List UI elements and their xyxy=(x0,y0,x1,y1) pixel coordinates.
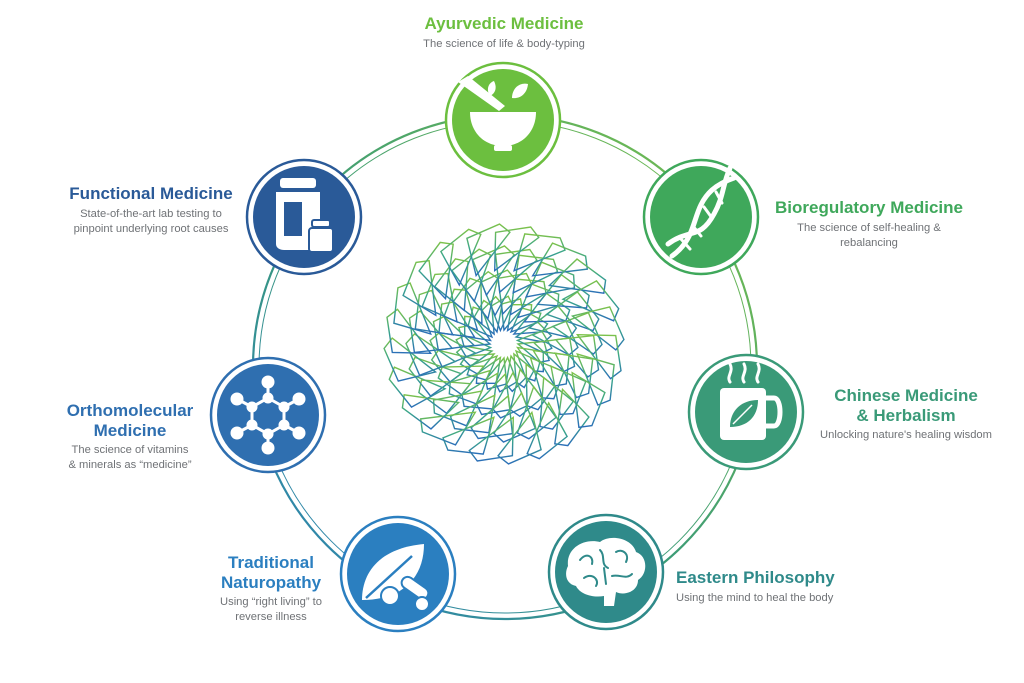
flower-petal xyxy=(405,332,457,377)
subtitle-functional: State-of-the-art lab testing to pinpoint… xyxy=(56,207,246,237)
spiral-flower-graphic xyxy=(383,223,625,465)
flower-petal xyxy=(536,273,590,309)
flower-petal xyxy=(571,371,606,429)
label-chinese-medicine: Chinese Medicine & Herbalism Unlocking n… xyxy=(806,386,1006,443)
dna-icon xyxy=(665,165,737,259)
flower-petal xyxy=(419,411,477,446)
flower-petal xyxy=(466,223,511,278)
flower-petal xyxy=(393,282,432,335)
subtitle-orthomolecular: The science of vitamins & minerals as “m… xyxy=(50,443,210,473)
flower-petal xyxy=(539,376,575,430)
label-functional: Functional Medicine State-of-the-art lab… xyxy=(56,184,246,237)
label-eastern-philosophy: Eastern Philosophy Using the mind to hea… xyxy=(676,568,876,606)
flower-petal xyxy=(450,248,492,303)
mortar-pestle-icon xyxy=(458,76,536,151)
flower-petal xyxy=(494,248,538,294)
flower-petal xyxy=(545,290,600,332)
flower-petal xyxy=(432,390,484,427)
brain-icon xyxy=(566,537,646,606)
flower-petal xyxy=(418,379,472,415)
flower-petal xyxy=(408,310,454,354)
flower-petal xyxy=(471,245,516,297)
flower-petal xyxy=(421,272,458,324)
subtitle-orthomolecular-line1: The science of vitamins xyxy=(71,444,189,457)
flower-petal xyxy=(531,242,589,277)
subtitle-naturopathy-line2: reverse illness xyxy=(235,611,307,624)
flower-petal xyxy=(516,385,558,440)
flower-petal xyxy=(418,241,454,301)
title-chinese-line1: Chinese Medicine xyxy=(834,386,978,405)
flower-petal xyxy=(513,233,566,272)
node-chinese-medicine xyxy=(687,353,805,471)
flower-petal xyxy=(414,289,455,336)
flower-petal xyxy=(551,311,603,356)
label-naturopathy: Traditional Naturopathy Using “right liv… xyxy=(196,553,346,625)
label-orthomolecular: Orthomolecular Medicine The science of v… xyxy=(50,401,210,473)
flower-petal xyxy=(512,254,559,295)
flower-petal xyxy=(470,394,514,440)
node-ayurvedic xyxy=(444,61,562,179)
supplement-bottle-icon xyxy=(276,178,334,253)
flower-petal xyxy=(386,308,433,355)
flower-petal xyxy=(576,353,615,406)
title-orthomolecular-line1: Orthomolecular xyxy=(66,401,194,420)
flower-petal xyxy=(554,334,600,378)
title-naturopathy-line2: Naturopathy xyxy=(220,572,322,592)
label-ayurvedic: Ayurvedic Medicine The science of life &… xyxy=(384,14,624,52)
node-eastern-philosophy xyxy=(547,513,665,631)
subtitle-functional-line2: pinpoint underlying root causes xyxy=(73,222,229,235)
flower-petal xyxy=(554,387,590,447)
flower-petal xyxy=(526,401,568,460)
flower-petal xyxy=(492,391,537,443)
subtitle-eastern: Using the mind to heal the body xyxy=(676,591,834,604)
title-chinese-line2: & Herbalism xyxy=(856,405,956,425)
node-functional xyxy=(245,158,363,276)
flower-petal xyxy=(440,228,482,287)
title-naturopathy-line1: Traditional xyxy=(228,553,314,572)
node-orthomolecular xyxy=(209,356,327,474)
subtitle-bioregulatory: The science of self-healing & rebalancin… xyxy=(797,221,941,249)
title-ayurvedic: Ayurvedic Medicine xyxy=(424,14,584,33)
subtitle-chinese: Unlocking nature's healing wisdom xyxy=(820,429,992,442)
flower-petal xyxy=(553,352,594,399)
tea-mug-icon xyxy=(720,362,783,440)
flower-petal xyxy=(524,261,576,298)
subtitle-naturopathy: Using “right living” to reverse illness xyxy=(196,595,346,625)
flower-petal xyxy=(575,333,622,380)
flower-petal xyxy=(442,416,495,455)
flower-petal xyxy=(449,393,496,434)
flower-petal xyxy=(497,410,542,465)
molecule-icon xyxy=(230,375,306,455)
subtitle-functional-line1: State-of-the-art lab testing to xyxy=(80,207,222,220)
title-functional: Functional Medicine xyxy=(69,184,233,203)
label-bioregulatory: Bioregulatory Medicine The science of se… xyxy=(766,198,972,251)
flower-petal xyxy=(433,258,469,312)
flower-petal xyxy=(550,364,587,416)
title-orthomolecular-line2: Medicine xyxy=(93,420,167,440)
subtitle-orthomolecular-line2: & minerals as “medicine” xyxy=(68,459,192,472)
node-bioregulatory xyxy=(642,158,760,276)
title-bioregulatory: Bioregulatory Medicine xyxy=(775,198,963,217)
node-naturopathy xyxy=(339,515,457,633)
flower-petal xyxy=(493,226,540,273)
flower-petal xyxy=(561,280,620,322)
flower-petal xyxy=(408,356,463,398)
flower-petal xyxy=(547,258,607,294)
flower-petal xyxy=(468,415,515,462)
flower-petal xyxy=(383,337,438,382)
leaf-pills-icon xyxy=(362,544,430,612)
flower-petal xyxy=(388,366,447,408)
flower-petal xyxy=(401,394,461,430)
flower-petal xyxy=(570,306,625,351)
title-eastern: Eastern Philosophy xyxy=(676,568,835,587)
subtitle-ayurvedic: The science of life & body-typing xyxy=(423,37,585,50)
subtitle-naturopathy-line1: Using “right living” to xyxy=(220,596,322,609)
flower-petal xyxy=(402,259,437,317)
